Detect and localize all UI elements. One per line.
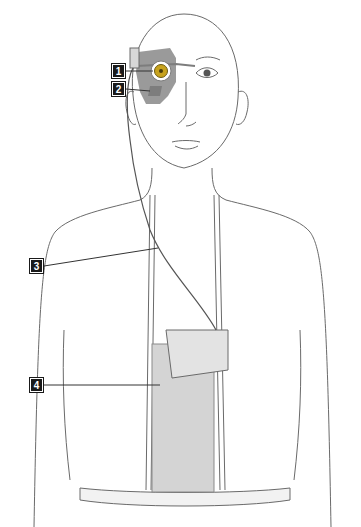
implant-electronics [148,86,162,96]
callout-number: 2 [112,82,125,96]
leader-line [126,71,153,72]
implant-center [159,69,163,73]
pupil [204,70,211,77]
mouth [172,141,200,150]
callout-number: 4 [30,378,43,392]
arm-line-left [63,330,70,480]
callout-number: 1 [112,64,125,78]
eye-socket [151,61,171,81]
ear-right [236,91,248,124]
retinal-implant [155,65,168,78]
eyebrow [196,57,220,60]
body-outline-right [212,168,331,527]
strap-left [146,195,150,490]
implant-region [136,48,176,104]
eye-right [196,68,218,78]
pouch-flap [166,330,228,378]
callout-number: 3 [30,259,43,273]
nose [178,82,196,126]
body-outline-left [34,168,152,527]
cable [127,68,216,330]
leader-line [44,248,158,266]
leader-line [44,385,160,386]
arm-line-right [294,330,301,480]
camera-unit [130,48,139,68]
leader-line [126,89,150,91]
